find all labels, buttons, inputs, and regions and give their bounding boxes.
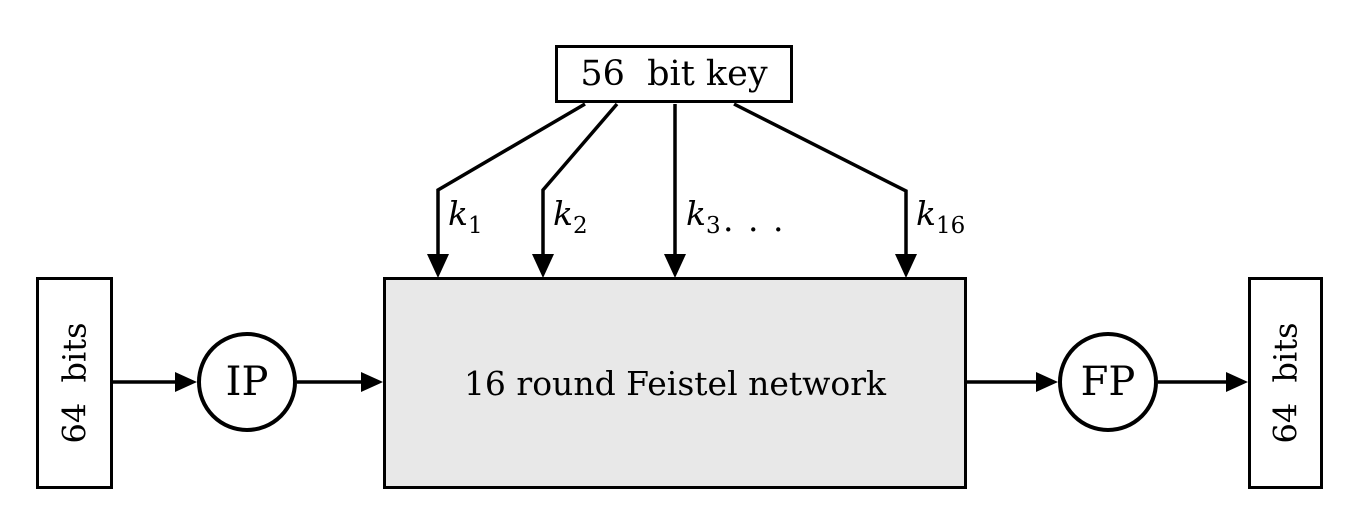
feistel-network-box: 16 round Feistel network (383, 277, 967, 489)
arrowhead-k2 (532, 254, 554, 278)
round-key-k3-base: k (686, 194, 706, 233)
round-key-k2-sub: 2 (573, 213, 588, 239)
arrowhead-k16 (895, 254, 917, 278)
arrowhead-k3 (664, 254, 686, 278)
round-key-label-k16: k16 (916, 197, 965, 238)
ip-node-label: IP (225, 359, 269, 405)
ip-node: IP (197, 332, 297, 432)
output-bits-box: 64 bits (1248, 277, 1323, 489)
feistel-network-label: 16 round Feistel network (463, 363, 887, 403)
round-key-label-k2: k2 (553, 197, 588, 238)
ellipsis: . . . (723, 200, 786, 239)
key-wire-k1 (436, 102, 586, 256)
key-box-label: 56 bit key (580, 54, 768, 94)
round-key-label-k1: k1 (448, 197, 483, 238)
round-key-k16-base: k (916, 194, 936, 233)
output-bits-label: 64 bits (1266, 322, 1305, 444)
arrowhead-fp-to-output (1226, 372, 1248, 392)
fp-node-label: FP (1080, 359, 1136, 405)
arrowhead-ip-to-feistel (361, 372, 383, 392)
key-wire-k16 (733, 102, 908, 256)
round-key-k2-base: k (553, 194, 573, 233)
key-wire-k2 (541, 102, 619, 256)
arrowhead-k1 (427, 254, 449, 278)
arrowhead-input-to-ip (175, 372, 197, 392)
fp-node: FP (1058, 332, 1158, 432)
round-key-k1-sub: 1 (468, 213, 483, 239)
key-box: 56 bit key (555, 45, 793, 103)
round-key-k16-sub: 16 (936, 213, 966, 239)
arrowhead-feistel-to-fp (1036, 372, 1058, 392)
input-bits-box: 64 bits (36, 277, 113, 489)
input-bits-label: 64 bits (55, 322, 94, 444)
round-key-label-k3: k3 (686, 197, 721, 238)
round-key-k1-base: k (448, 194, 468, 233)
round-key-k3-sub: 3 (706, 213, 721, 239)
